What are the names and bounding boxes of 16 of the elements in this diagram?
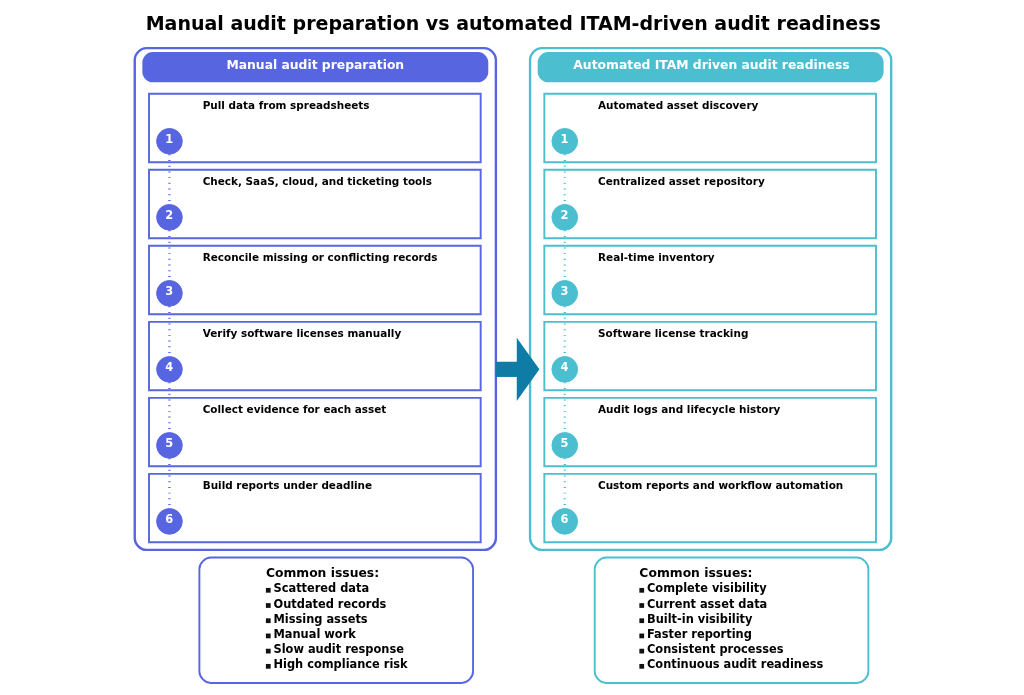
node-circle: 5 [155, 432, 183, 459]
node-circle: 3 [550, 280, 578, 307]
node-circle: 4 [155, 356, 183, 383]
node-box: Common issues: Scattered data Outdated records Missing assets Manual work Slow audit response High compliance risk [197, 556, 474, 684]
node-circle: 1 [155, 127, 183, 155]
node-circle: 6 [155, 508, 183, 535]
diagram-title: Manual audit preparation vs automated ITAM-driven audit readiness [145, 12, 881, 35]
arrow [495, 337, 539, 402]
node-circle: 5 [550, 432, 578, 459]
node-circle: 4 [550, 356, 578, 383]
node-circle: 2 [550, 204, 578, 231]
node-circle: 6 [550, 508, 578, 535]
node-box: Common issues: Complete visibility Current asset data Built-in visibility Faster reporting Consistent processes Continuous audit readiness [593, 556, 869, 684]
node-circle: 2 [155, 204, 183, 231]
node-circle: 3 [155, 280, 183, 307]
node-circle: 1 [550, 127, 578, 155]
